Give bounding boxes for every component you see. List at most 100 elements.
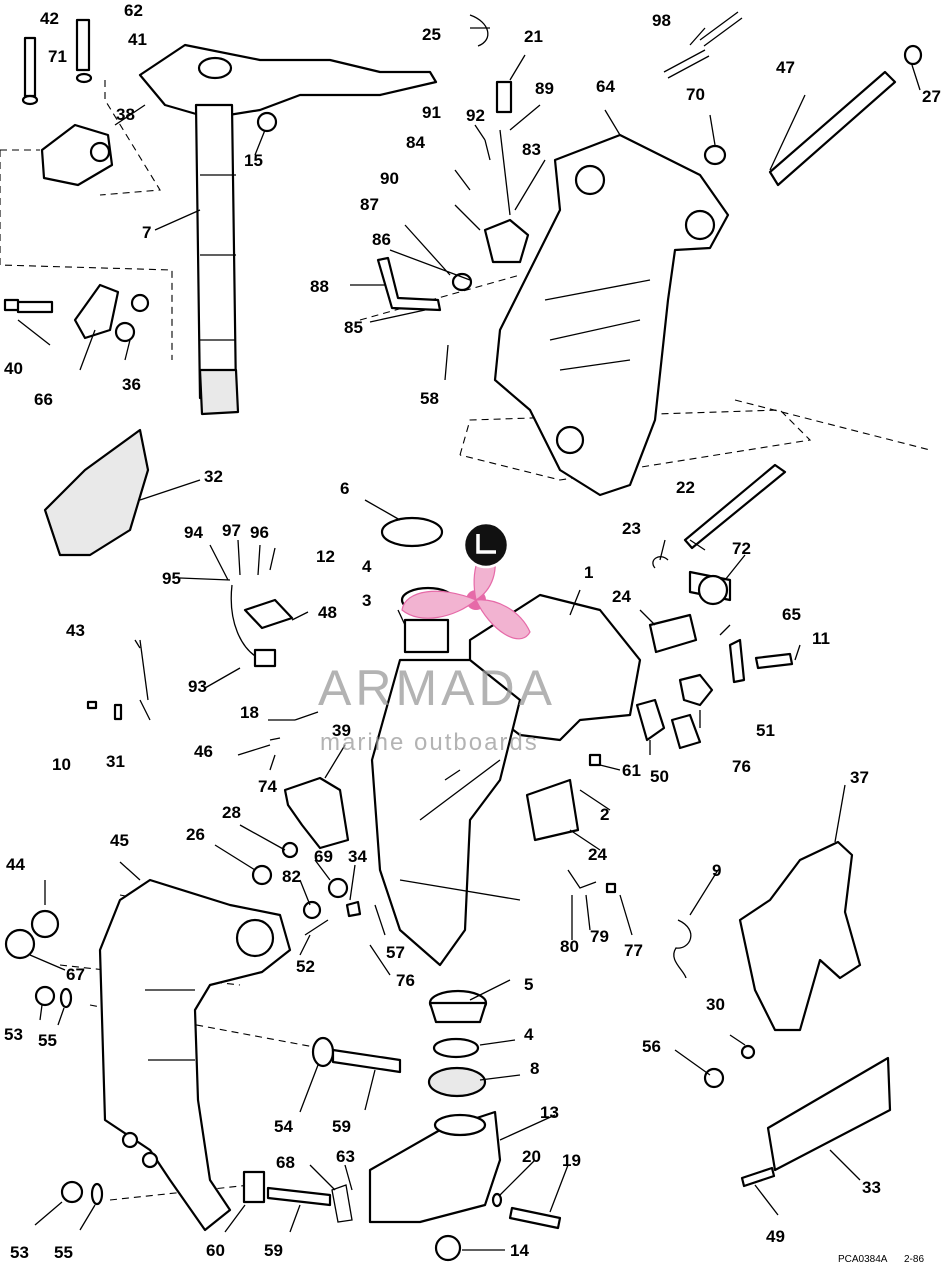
stern-bracket-right [673,840,862,1089]
bolt-and-plate [3,283,150,343]
callout-80: 80 [560,937,579,956]
callout-24-upper: 24 [612,587,631,606]
callout-38: 38 [116,105,135,124]
figure-code-id: PCA0384A [838,1254,888,1265]
lower-bearing-housing [368,989,562,1262]
callout-56: 56 [642,1037,661,1056]
callout-64: 64 [596,77,615,96]
callout-76-lower: 76 [396,971,415,990]
callout-70: 70 [686,85,705,104]
nuts-left [4,909,104,1206]
callout-4-upper: 4 [362,557,372,576]
callout-23: 23 [622,519,641,538]
callout-57: 57 [386,943,405,962]
callout-50: 50 [650,767,669,786]
callout-37: 37 [850,768,869,787]
callout-79: 79 [590,927,609,946]
callout-labels: 42 62 71 41 38 15 7 25 21 98 89 91 92 64… [4,1,941,1262]
callout-12: 12 [316,547,335,566]
callout-25: 25 [422,25,441,44]
callout-85: 85 [344,318,363,337]
callout-68: 68 [276,1153,295,1172]
callout-63: 63 [336,1147,355,1166]
callout-45: 45 [110,831,129,850]
part-drawings [0,11,931,1262]
callout-44: 44 [6,855,25,874]
callout-9: 9 [712,861,721,880]
stern-bracket-left [98,878,292,1232]
callout-30: 30 [706,995,725,1014]
callout-7: 7 [142,223,151,242]
callout-55-upper: 55 [38,1031,57,1050]
callout-51: 51 [756,721,775,740]
callout-41: 41 [128,30,147,49]
callout-93: 93 [188,677,207,696]
callout-47: 47 [776,58,795,77]
callout-59-lower: 59 [264,1241,283,1260]
callout-18: 18 [240,703,259,722]
callout-96: 96 [250,523,269,542]
callout-86: 86 [372,230,391,249]
callout-39: 39 [332,721,351,740]
callout-52: 52 [296,957,315,976]
swivel-bracket [493,133,730,497]
callout-62: 62 [124,1,143,20]
callout-49: 49 [766,1227,785,1246]
callout-8: 8 [530,1059,539,1078]
callout-92: 92 [466,106,485,125]
callout-40: 40 [4,359,23,378]
callout-65: 65 [782,605,801,624]
callout-2: 2 [600,805,609,824]
watermark: ARMADA marine outboards [318,521,556,756]
callout-26: 26 [186,825,205,844]
callout-28: 28 [222,803,241,822]
callout-60: 60 [206,1241,225,1260]
callout-58: 58 [420,389,439,408]
callout-42: 42 [40,9,59,28]
callout-74: 74 [258,777,277,796]
callout-76-upper: 76 [732,757,751,776]
callout-95: 95 [162,569,181,588]
callout-13: 13 [540,1103,559,1122]
callout-24-lower: 24 [588,845,607,864]
callout-66: 66 [34,390,53,409]
callout-84: 84 [406,133,425,152]
callout-22: 22 [676,478,695,497]
tilt-support-parts [251,711,362,936]
callout-5: 5 [524,975,533,994]
callout-72: 72 [732,539,751,558]
upper-left-hardware [21,18,278,187]
right-center-clips [567,638,794,894]
callout-53-lower: 53 [10,1243,29,1262]
callout-20: 20 [522,1147,541,1166]
callout-3: 3 [362,591,371,610]
callout-82: 82 [282,867,301,886]
callout-15: 15 [244,151,263,170]
trim-sender-parts [86,584,294,721]
callout-59-upper: 59 [332,1117,351,1136]
pivot-pin [652,463,787,569]
springs-and-tube [663,11,923,187]
callout-71: 71 [48,47,67,66]
callout-6: 6 [340,479,349,498]
callout-67: 67 [66,965,85,984]
callout-88: 88 [310,277,329,296]
callout-31: 31 [106,752,125,771]
callout-27: 27 [922,87,941,106]
callout-10: 10 [52,755,71,774]
steering-shaft [138,43,438,416]
callout-77: 77 [624,941,643,960]
callout-61: 61 [622,761,641,780]
figure-code-rev: 2-86 [904,1254,924,1265]
lower-right-plate [740,1056,892,1188]
callout-97: 97 [222,521,241,540]
callout-11: 11 [812,629,830,648]
callout-98: 98 [652,11,671,30]
callout-53-upper: 53 [4,1025,23,1044]
callout-87: 87 [360,195,379,214]
callout-21: 21 [524,27,543,46]
callout-19: 19 [562,1151,581,1170]
callout-54: 54 [274,1117,293,1136]
watermark-brand: ARMADA [318,660,556,716]
